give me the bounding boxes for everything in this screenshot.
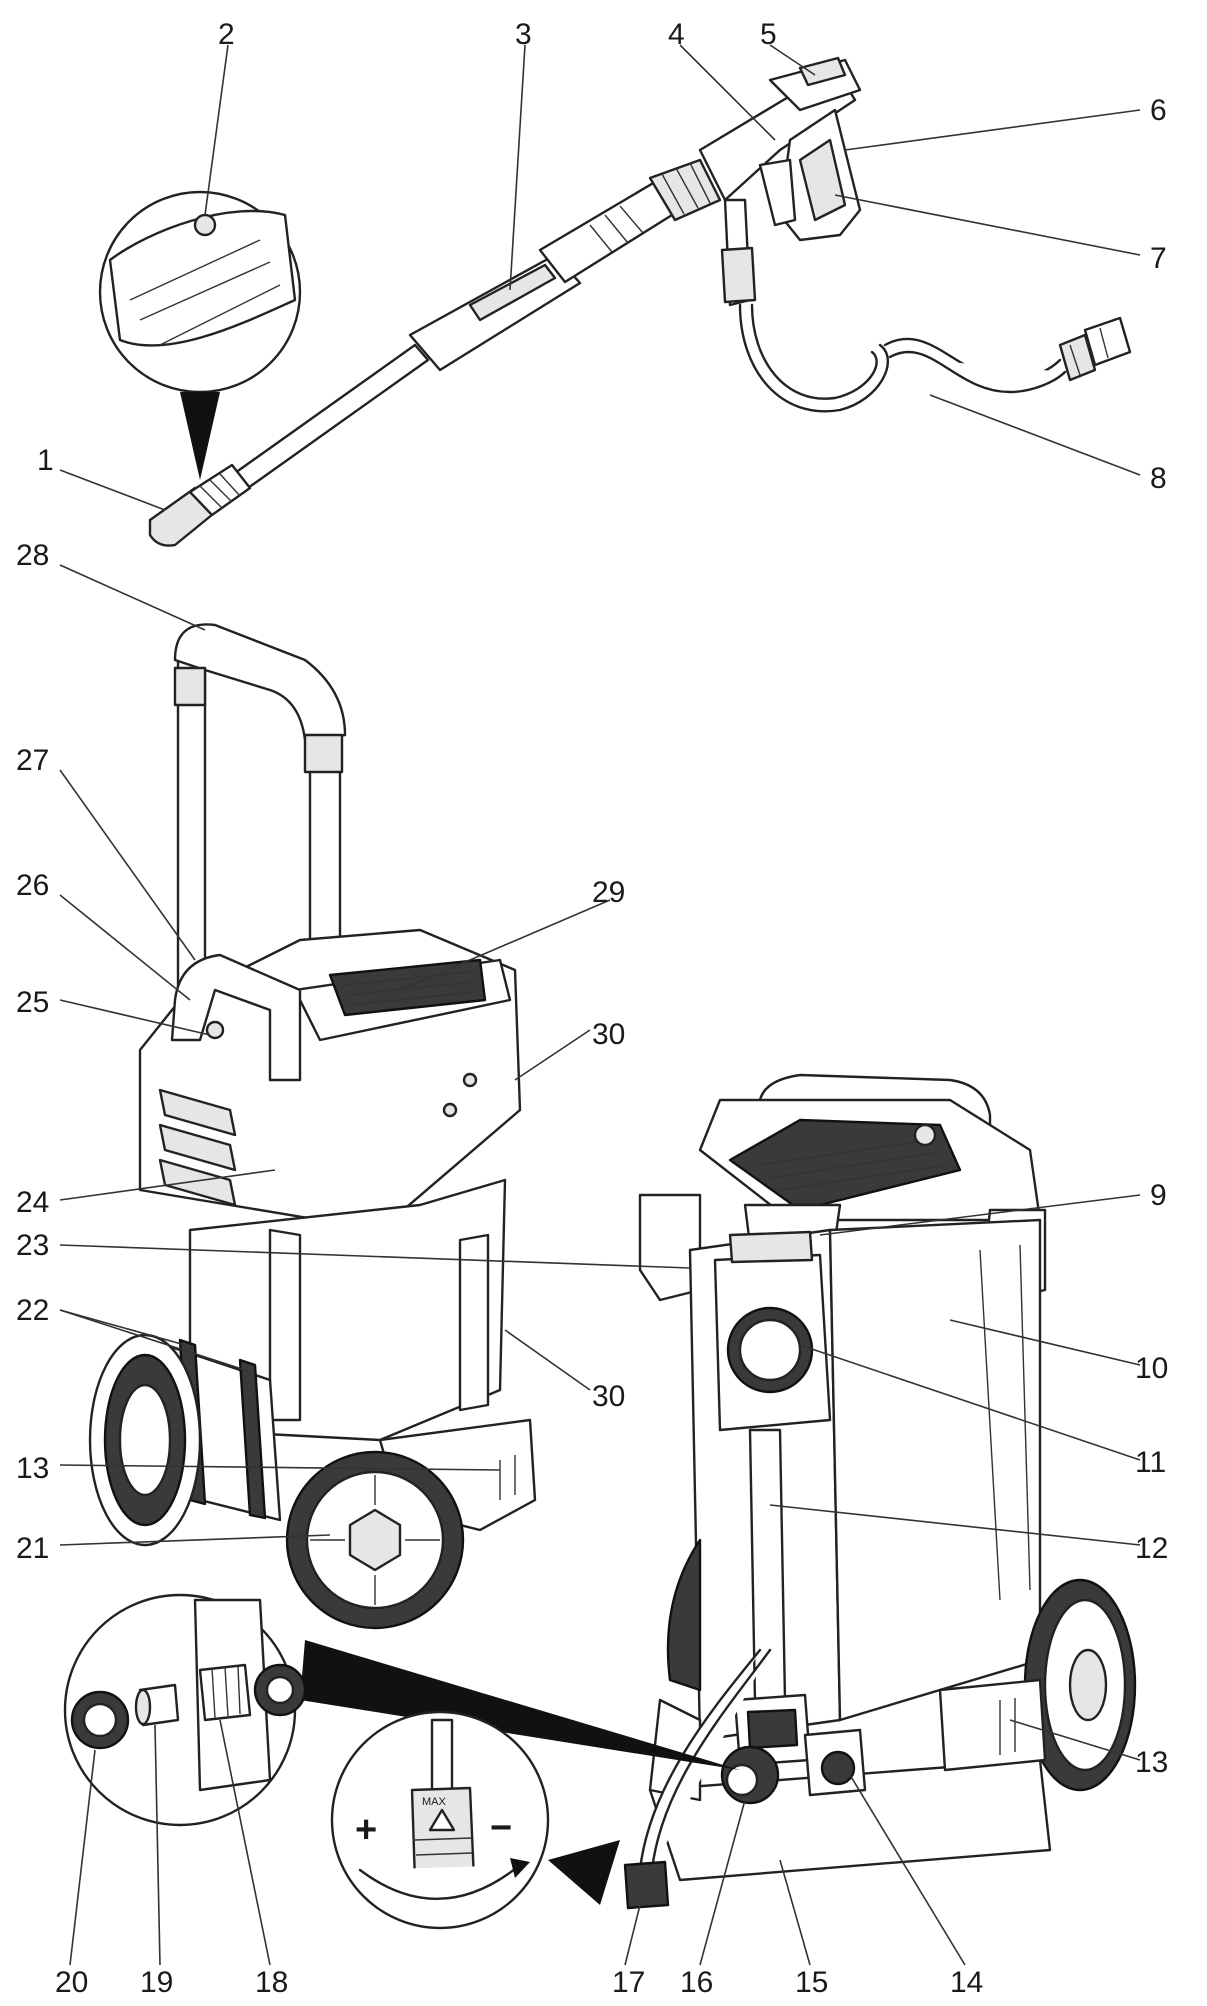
part-number-labels: 1 2 3 4 5 6 7 8 9 10 11 12 13 13 14 15 1… [16,18,1168,1999]
label-25: 25 [16,986,49,1019]
label-27: 27 [16,744,49,777]
label-9: 9 [1150,1179,1167,1212]
label-15: 15 [795,1966,828,1999]
label-30-lower: 30 [592,1380,625,1413]
label-5: 5 [760,18,777,51]
label-13-front: 13 [1135,1746,1168,1779]
label-2: 2 [218,18,235,51]
label-19: 19 [140,1966,173,1999]
label-8: 8 [1150,462,1167,495]
label-23: 23 [16,1229,49,1262]
label-17: 17 [612,1966,645,1999]
label-3: 3 [515,18,532,51]
spray-gun-assembly [148,56,1132,547]
label-7: 7 [1150,242,1167,275]
inlet-connector-inset [63,1593,740,1827]
label-6: 6 [1150,94,1167,127]
label-12: 12 [1135,1532,1168,1565]
label-11: 11 [1135,1446,1166,1479]
label-16: 16 [680,1966,713,1999]
pressure-increase-symbol: + [355,1809,377,1851]
label-22: 22 [16,1294,49,1327]
label-28: 28 [16,539,49,572]
leader-lines [59,44,1141,1966]
label-10: 10 [1135,1352,1168,1385]
pressure-washer-front-view [623,1073,1137,1910]
label-1: 1 [37,444,54,477]
max-marking: MAX [422,1796,447,1808]
pressure-adjust-inset: + − MAX [330,1710,620,1930]
label-18: 18 [255,1966,288,1999]
nozzle [148,463,252,547]
label-24: 24 [16,1186,49,1219]
pressure-washer-back-view [88,623,537,1630]
label-4: 4 [668,18,685,51]
label-20: 20 [55,1966,88,1999]
label-29: 29 [592,876,625,909]
label-30-upper: 30 [592,1018,625,1051]
pressure-decrease-symbol: − [490,1807,512,1849]
label-26: 26 [16,869,49,902]
label-14: 14 [950,1966,983,1999]
label-21: 21 [16,1532,49,1565]
label-13-back: 13 [16,1452,49,1485]
magnifier-inset-nozzle [98,190,302,480]
